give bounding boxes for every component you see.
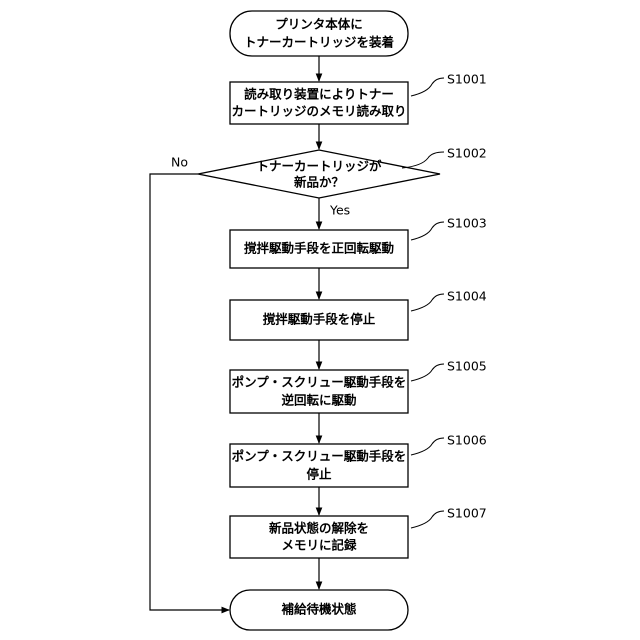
s1005-leader: [411, 364, 444, 381]
s1006-leader: [411, 438, 444, 455]
start-terminal: プリンタ本体に トナーカートリッジを装着: [230, 11, 408, 56]
s1002-leader: [402, 152, 444, 168]
s1004-label: 撹拌駆動手段を停止: [263, 312, 376, 327]
s1002-step-label: S1002: [447, 146, 487, 161]
s1001-label-2: カートリッジのメモリ読み取り: [231, 104, 406, 119]
process-s1007: 新品状態の解除を メモリに記録 S1007: [230, 506, 487, 559]
s1006-label-2: 停止: [306, 467, 332, 482]
s1005-step-label: S1005: [447, 359, 487, 374]
process-s1006: ポンプ・スクリュー駆動手段を 停止 S1006: [230, 433, 487, 488]
end-terminal: 補給待機状態: [230, 590, 408, 630]
process-s1003: 撹拌駆動手段を正回転駆動 S1003: [230, 216, 487, 269]
s1002-label-1: トナーカートリッジが: [256, 159, 382, 174]
process-s1005: ポンプ・スクリュー駆動手段を 逆回転に駆動 S1005: [230, 359, 487, 414]
s1001-label-1: 読み取り装置によりトナー: [244, 87, 394, 102]
s1006-step-label: S1006: [447, 433, 487, 448]
s1005-label-2: 逆回転に駆動: [281, 393, 356, 408]
s1007-label-1: 新品状態の解除を: [269, 521, 369, 536]
s1004-leader: [411, 294, 444, 311]
s1007-step-label: S1007: [447, 506, 487, 521]
s1003-label: 撹拌駆動手段を正回転駆動: [244, 241, 394, 256]
s1001-step-label: S1001: [447, 72, 487, 87]
s1006-label-1: ポンプ・スクリュー駆動手段を: [232, 449, 407, 464]
start-label-2: トナーカートリッジを装着: [244, 35, 394, 50]
start-label-1: プリンタ本体に: [275, 17, 363, 32]
s1007-leader: [411, 511, 444, 528]
arrow-no-branch: [150, 174, 229, 610]
process-s1004: 撹拌駆動手段を停止 S1004: [230, 289, 487, 341]
s1004-step-label: S1004: [447, 289, 487, 304]
s1003-step-label: S1003: [447, 216, 487, 231]
end-label: 補給待機状態: [280, 602, 357, 617]
process-s1001: 読み取り装置によりトナー カートリッジのメモリ読み取り S1001: [230, 72, 487, 125]
s1001-leader: [411, 78, 444, 96]
s1002-label-2: 新品か？: [294, 175, 344, 190]
no-branch-label: No: [171, 155, 188, 170]
s1007-label-2: メモリに記録: [281, 538, 357, 553]
decision-s1002: トナーカートリッジが 新品か？ S1002: [198, 146, 487, 199]
s1003-leader: [411, 222, 444, 240]
s1005-label-1: ポンプ・スクリュー駆動手段を: [232, 375, 407, 390]
yes-branch-label: Yes: [329, 203, 350, 218]
